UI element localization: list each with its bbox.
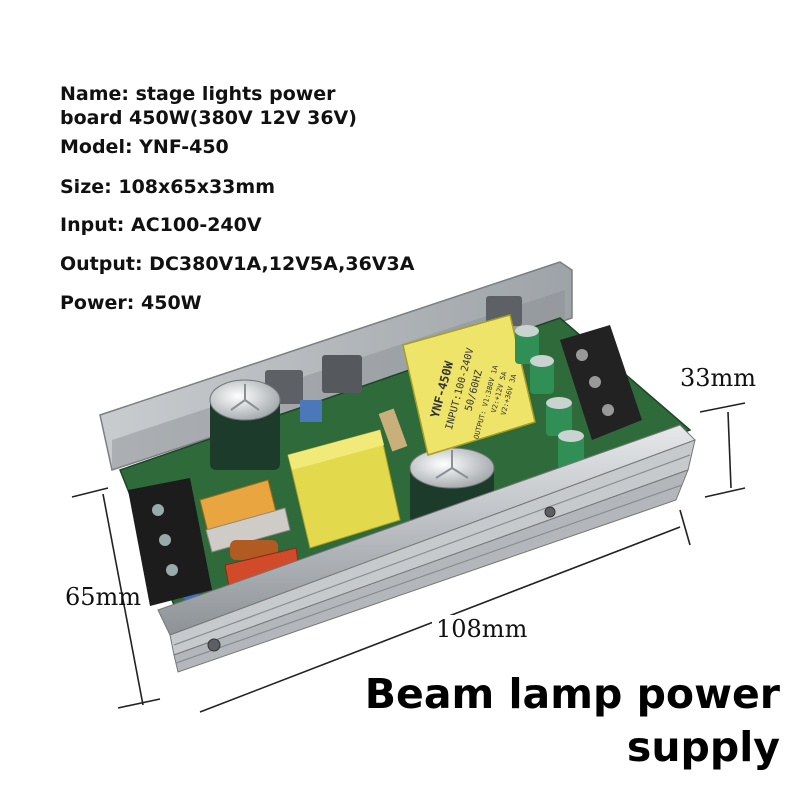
- spec-power: Power: 450W: [60, 292, 202, 314]
- spec-name-line1: Name: stage lights power: [60, 83, 336, 105]
- input-terminal-block-icon: [128, 478, 212, 606]
- transformer-icon: [287, 429, 401, 549]
- headline-line1: Beam lamp power: [364, 670, 780, 718]
- output-capacitors-icon: [515, 325, 584, 469]
- headline-line2: supply: [626, 723, 780, 771]
- dimension-depth-label: 65mm: [65, 583, 142, 611]
- dimension-length-label: 108mm: [432, 615, 532, 643]
- dimension-height-label: 33mm: [680, 364, 757, 392]
- spec-name-line2: board 450W(380V 12V 36V): [60, 107, 357, 129]
- spec-input: Input: AC100-240V: [60, 214, 262, 236]
- heatsink-front-rail: [157, 424, 696, 673]
- main-transformer-icon: YNF-450W INPUT:100-240V 50/60HZ OUTPUT: …: [402, 314, 536, 456]
- spec-output: Output: DC380V1A,12V5A,36V3A: [60, 253, 415, 275]
- output-terminal-block-icon: [560, 325, 642, 440]
- capacitor-icon: [209, 379, 281, 470]
- spec-model: Model: YNF-450: [60, 136, 229, 158]
- spec-size: Size: 108x65x33mm: [60, 176, 276, 198]
